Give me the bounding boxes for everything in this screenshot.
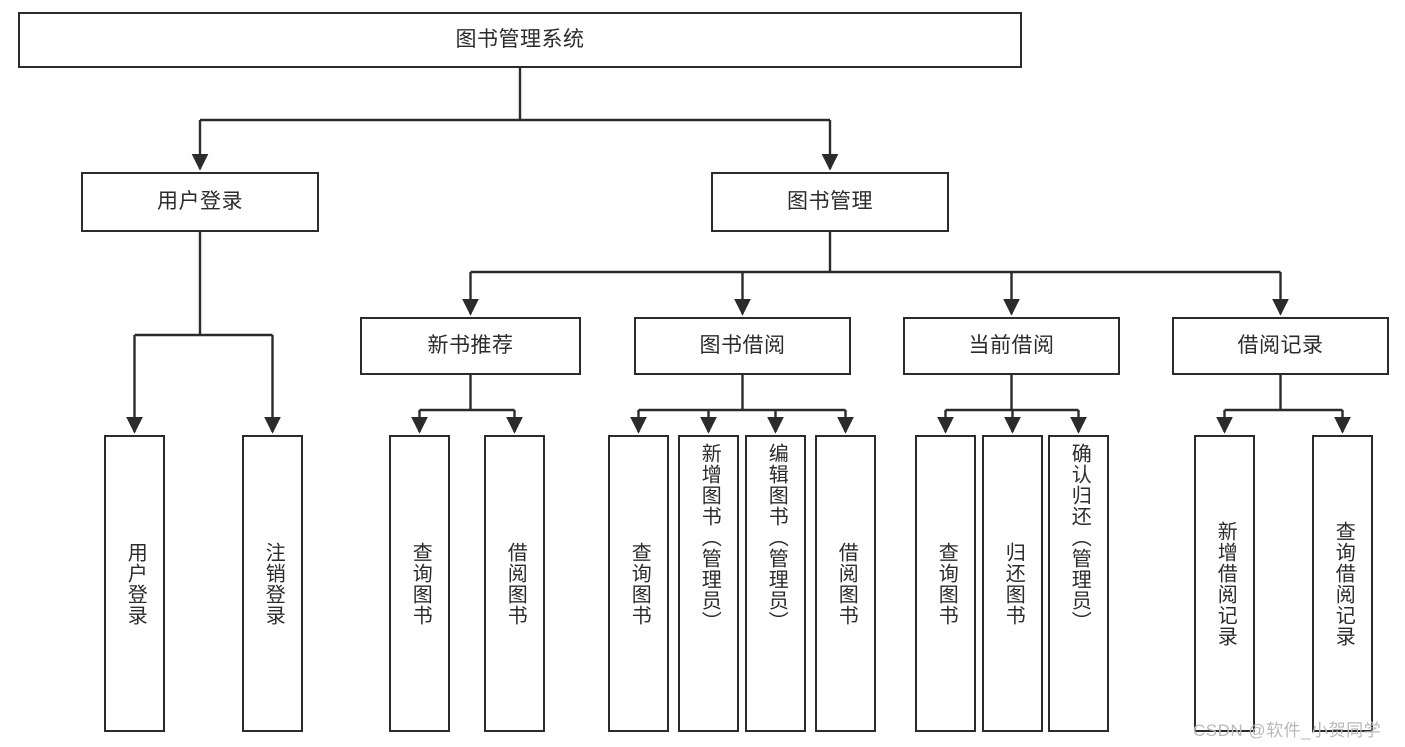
node-borrow-record-label: 借阅记录 — [1237, 333, 1324, 357]
node-leaf-query-borrow-record-label: 查询借阅记录 — [1332, 520, 1355, 647]
node-borrow-record[interactable]: 借阅记录 — [1172, 317, 1389, 375]
node-current-borrow[interactable]: 当前借阅 — [903, 317, 1120, 375]
node-new-book-recommend-label: 新书推荐 — [427, 333, 514, 357]
node-leaf-query-book-1[interactable]: 查询图书 — [389, 435, 450, 732]
node-book-borrow[interactable]: 图书借阅 — [634, 317, 851, 375]
node-book-manage-label: 图书管理 — [787, 189, 873, 213]
node-leaf-add-book[interactable]: 新增图书（管理员） — [678, 435, 739, 732]
node-root[interactable]: 图书管理系统 — [18, 12, 1022, 68]
node-root-label: 图书管理系统 — [455, 27, 585, 51]
node-user-login[interactable]: 用户登录 — [81, 172, 319, 232]
node-user-login-label: 用户登录 — [157, 189, 243, 213]
node-leaf-query-book-3[interactable]: 查询图书 — [915, 435, 976, 732]
node-leaf-query-book-1-label: 查询图书 — [409, 541, 432, 626]
node-leaf-edit-book[interactable]: 编辑图书（管理员） — [745, 435, 806, 732]
node-book-manage[interactable]: 图书管理 — [711, 172, 949, 232]
node-leaf-query-book-2-label: 查询图书 — [628, 541, 651, 626]
node-leaf-add-borrow-record-label: 新增借阅记录 — [1214, 520, 1237, 647]
node-new-book-recommend[interactable]: 新书推荐 — [360, 317, 581, 375]
node-leaf-return-book-label: 归还图书 — [1002, 541, 1025, 626]
node-leaf-return-book[interactable]: 归还图书 — [982, 435, 1043, 732]
node-current-borrow-label: 当前借阅 — [968, 333, 1055, 357]
node-leaf-user-login-label: 用户登录 — [124, 541, 147, 626]
node-leaf-confirm-return[interactable]: 确认归还（管理员） — [1048, 435, 1109, 732]
node-leaf-edit-book-label: 编辑图书（管理员） — [765, 443, 788, 632]
watermark-text: CSDN @软件_小贺同学 — [1193, 721, 1382, 740]
node-leaf-borrow-book-1[interactable]: 借阅图书 — [484, 435, 545, 732]
node-leaf-query-book-3-label: 查询图书 — [935, 541, 958, 626]
node-book-borrow-label: 图书借阅 — [699, 333, 786, 357]
node-leaf-borrow-book-2[interactable]: 借阅图书 — [815, 435, 876, 732]
node-leaf-user-logout-label: 注销登录 — [262, 541, 285, 626]
node-leaf-borrow-book-2-label: 借阅图书 — [835, 541, 858, 626]
node-leaf-borrow-book-1-label: 借阅图书 — [504, 541, 527, 626]
node-leaf-user-logout[interactable]: 注销登录 — [242, 435, 303, 732]
node-leaf-add-book-label: 新增图书（管理员） — [698, 443, 721, 632]
node-leaf-add-borrow-record[interactable]: 新增借阅记录 — [1194, 435, 1255, 732]
node-leaf-confirm-return-label: 确认归还（管理员） — [1068, 443, 1091, 632]
node-leaf-query-book-2[interactable]: 查询图书 — [608, 435, 669, 732]
node-leaf-user-login[interactable]: 用户登录 — [104, 435, 165, 732]
node-leaf-query-borrow-record[interactable]: 查询借阅记录 — [1312, 435, 1373, 732]
